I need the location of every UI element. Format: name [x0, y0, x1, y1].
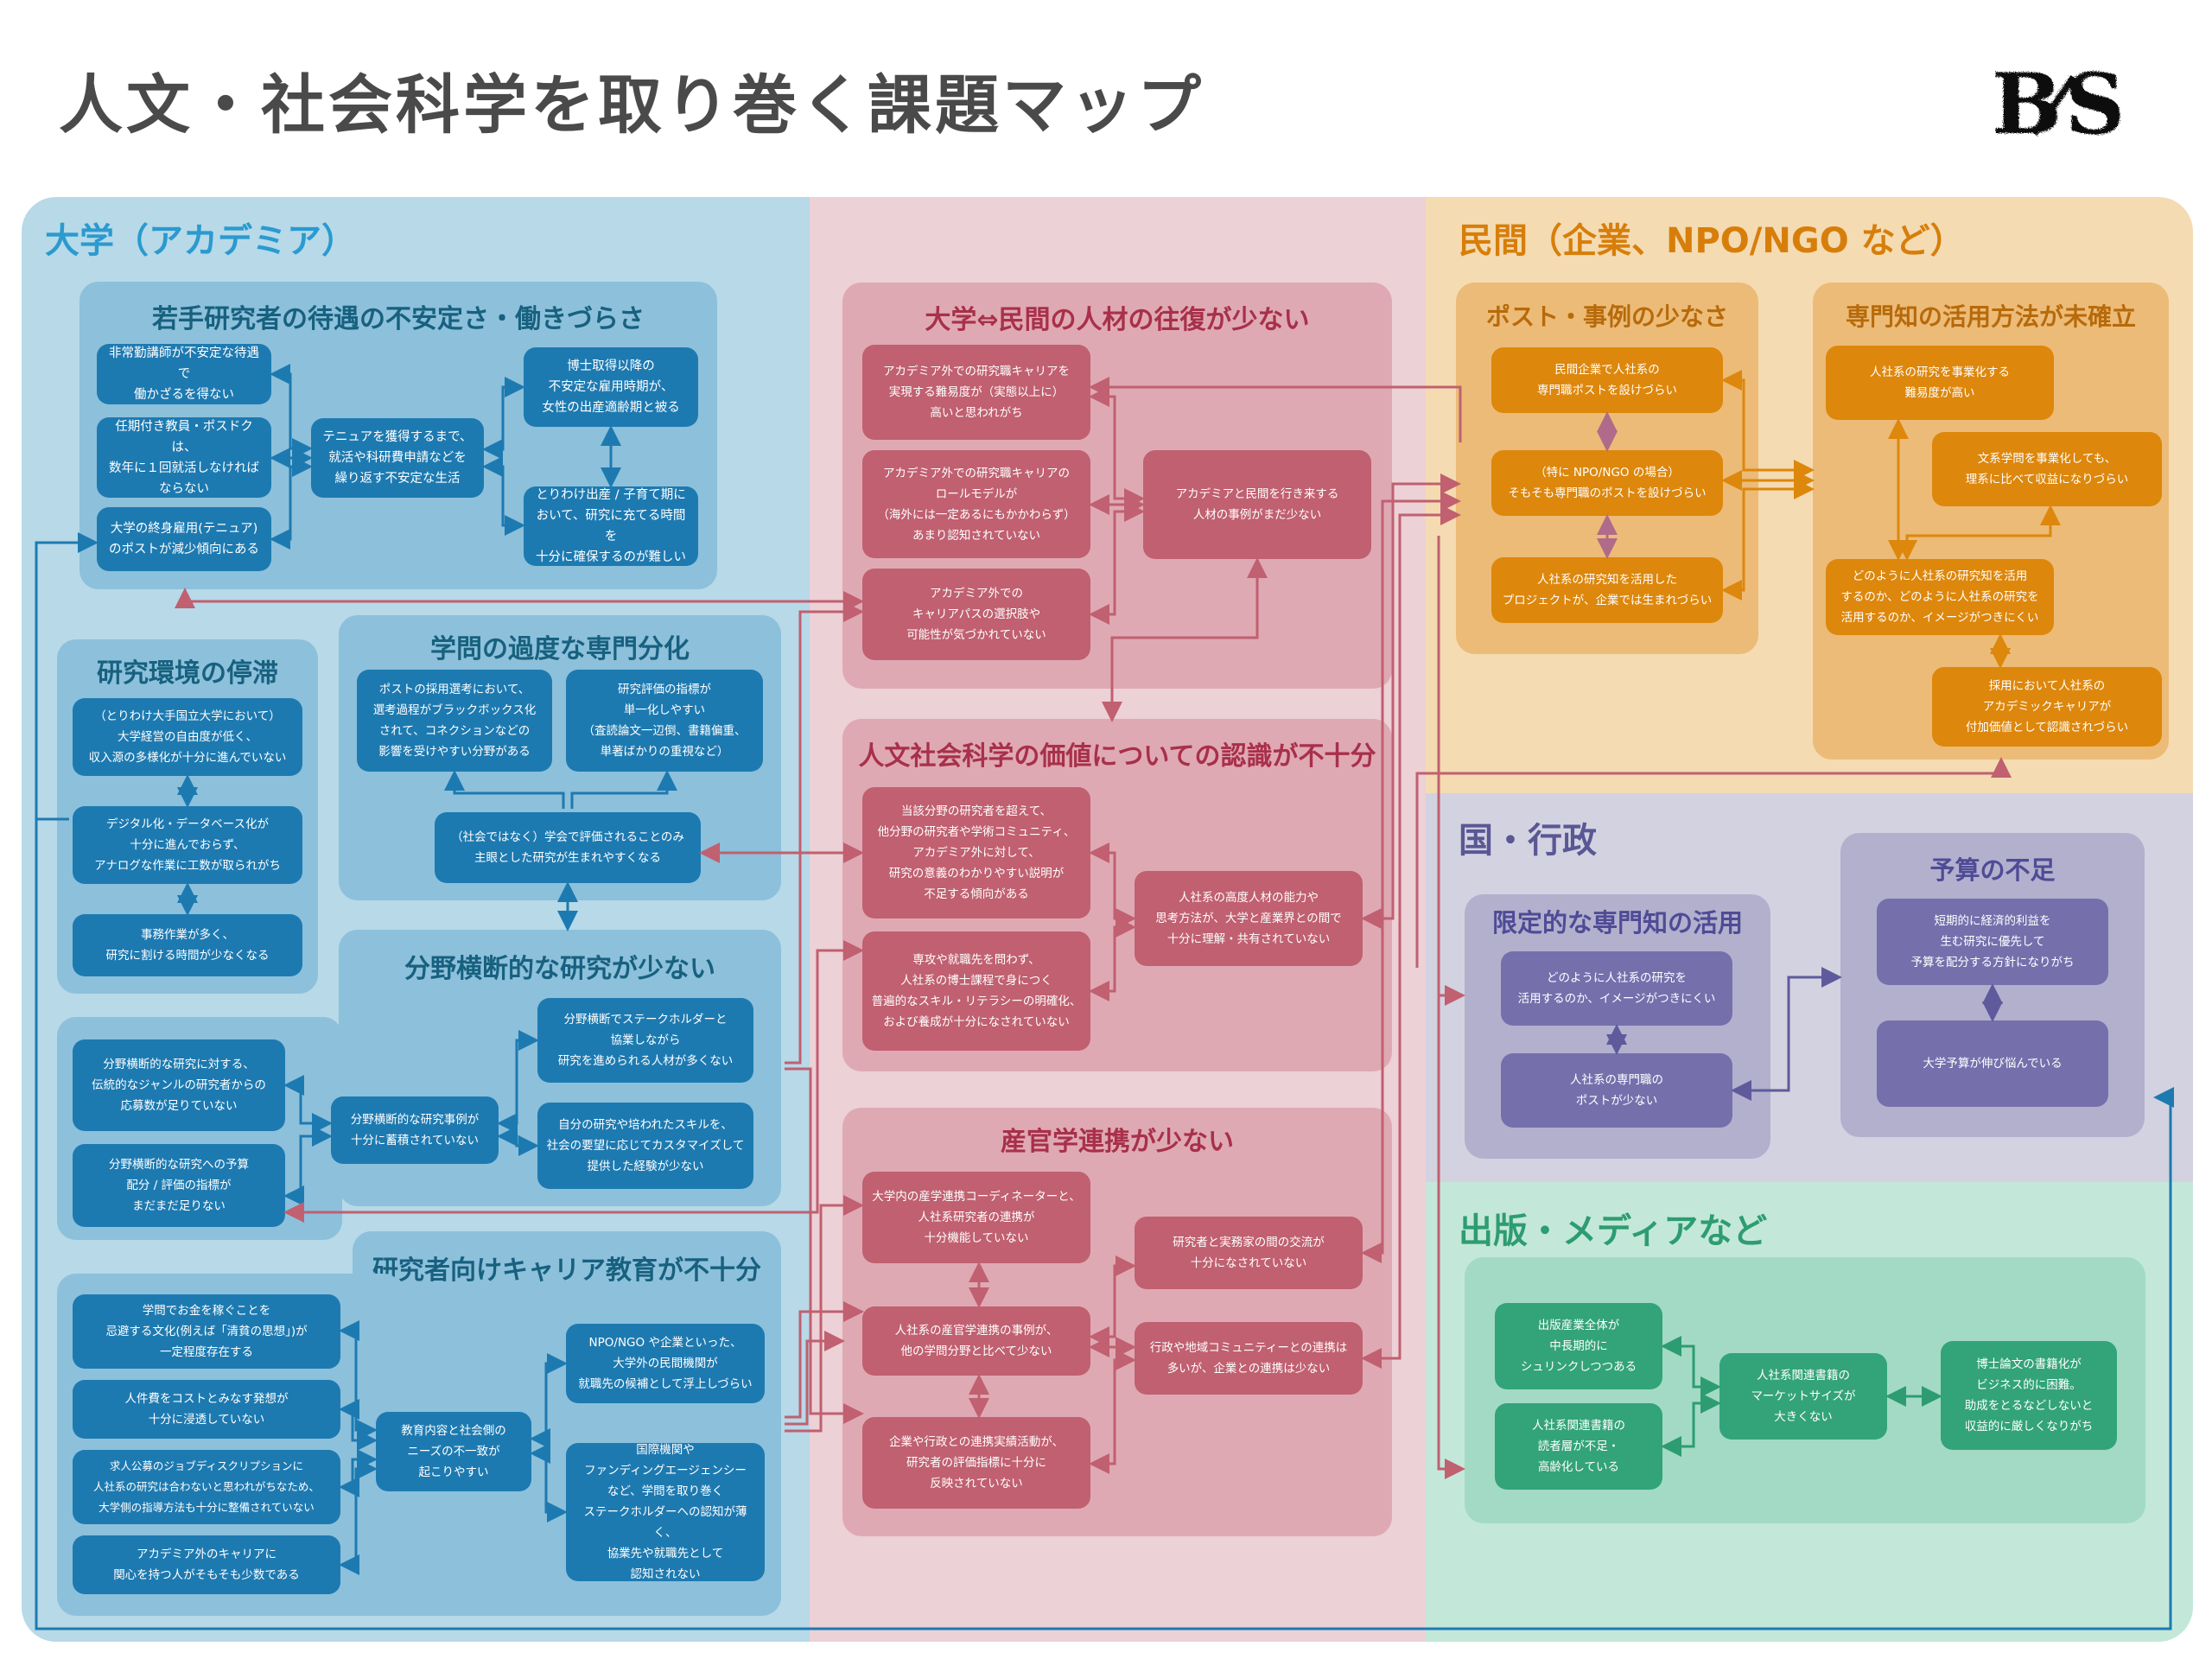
logo-mark-icon: B S: [1983, 54, 2164, 153]
node-card[interactable]: 研究者と実務家の間の交流が 十分になされていない: [1135, 1217, 1363, 1289]
node-card[interactable]: 企業や行政との連携実績活動が、 研究者の評価指標に十分に 反映されていない: [862, 1417, 1090, 1509]
node-card[interactable]: 分野横断でステークホルダーと 協業しながら 研究を進められる人材が多くない: [537, 998, 753, 1083]
node-card[interactable]: 出版産業全体が 中長期的に シュリンクしつつある: [1495, 1303, 1662, 1389]
group-title: 分野横断的な研究が少ない: [404, 954, 715, 984]
node-card[interactable]: （特に NPO/NGO の場合） そもそも専門職のポストを設けづらい: [1491, 450, 1723, 516]
node-card[interactable]: （とりわけ大手国立大学において） 大学経営の自由度が低く、 収入源の多様化が十分…: [73, 698, 302, 776]
node-card[interactable]: 大学の終身雇用(テニュア) のポストが減少傾向にある: [97, 507, 271, 571]
group-title: 産官学連携が少ない: [1001, 1127, 1234, 1157]
group-title: 限定的な専門知の活用: [1491, 908, 1743, 938]
node-card[interactable]: アカデミア外での キャリアパスの選択肢や 可能性が気づかれていない: [862, 569, 1090, 660]
group-title: ポスト・事例の少なさ: [1485, 302, 1728, 331]
node-card[interactable]: 行政や地域コミュニティーとの連携は 多いが、企業との連携は少ない: [1135, 1322, 1363, 1395]
node-card[interactable]: 大学予算が伸び悩んでいる: [1877, 1020, 2108, 1107]
node-card[interactable]: 分野横断的な研究への予算 配分 / 評価の指標が まだまだ足りない: [73, 1144, 285, 1227]
region-title-private: 民間（企業、NPO/NGO など）: [1459, 221, 1965, 261]
node-card[interactable]: とりわけ出産 / 子育て期に おいて、研究に充てる時間を 十分に確保するのが難し…: [524, 486, 698, 566]
node-card[interactable]: テニュアを獲得するまで、 就活や科研費申請などを 繰り返す不安定な生活: [311, 418, 484, 498]
group-title: 大学⇔民間の人材の往復が少ない: [925, 305, 1310, 335]
node-card[interactable]: 短期的に経済的利益を 生む研究に優先して 予算を配分する方針になりがち: [1877, 899, 2108, 985]
node-card[interactable]: ポストの採用選考において、 選考過程がブラックボックス化 されて、コネクションな…: [357, 670, 552, 772]
node-card[interactable]: 人社系の研究を事業化する 難易度が高い: [1826, 346, 2054, 420]
node-card[interactable]: NPO/NGO や企業といった、 大学外の民間機関が 就職先の候補として浮上しづ…: [566, 1324, 765, 1403]
svg-text:B: B: [1992, 55, 2062, 149]
group-title: 若手研究者の待遇の不安定さ・働きづらさ: [152, 304, 645, 334]
region-title-academia: 大学（アカデミア）: [45, 221, 356, 261]
node-card[interactable]: 人社系関連書籍の マーケットサイズが 大きくない: [1719, 1353, 1887, 1440]
node-card[interactable]: アカデミア外での研究職キャリアの ロールモデルが （海外には一定あるにもかかわら…: [862, 450, 1090, 558]
node-card[interactable]: 博士取得以降の 不安定な雇用時期が、 女性の出産適齢期と被る: [524, 347, 698, 427]
group-title: 予算の不足: [1929, 855, 2056, 885]
node-card[interactable]: アカデミア外のキャリアに 関心を持つ人がそもそも少数である: [73, 1535, 340, 1594]
node-card[interactable]: 採用において人社系の アカデミックキャリアが 付加価値として認識されづらい: [1932, 667, 2162, 747]
group-title: 研究者向けキャリア教育が不十分: [372, 1255, 761, 1286]
node-card[interactable]: 大学内の産学連携コーディネーターと、 人社系研究者の連携が 十分機能していない: [862, 1172, 1090, 1263]
node-card[interactable]: 人社系の研究知を活用した プロジェクトが、企業では生まれづらい: [1491, 557, 1723, 623]
node-card[interactable]: 分野横断的な研究に対する、 伝統的なジャンルの研究者からの 応募数が足りていない: [73, 1039, 285, 1131]
node-card[interactable]: どのように人社系の研究を 活用するのか、イメージがつきにくい: [1501, 951, 1732, 1026]
node-card[interactable]: （社会ではなく）学会で評価されることのみ 主眼とした研究が生まれやすくなる: [435, 812, 701, 883]
node-card[interactable]: 人社系の産官学連携の事例が、 他の学問分野と比べて少ない: [862, 1306, 1090, 1376]
node-card[interactable]: 任期付き教員・ポスドクは、 数年に１回就活しなければ ならない: [97, 417, 271, 498]
region-title-media: 出版・メディアなど: [1459, 1211, 1768, 1251]
node-card[interactable]: 人件費をコストとみなす発想が 十分に浸透していない: [73, 1380, 340, 1439]
group-title: 研究環境の停滞: [97, 658, 278, 689]
page-title: 人文・社会科学を取り巻く課題マップ: [59, 68, 1205, 143]
group-title: 専門知の活用方法が未確立: [1845, 302, 2136, 331]
node-card[interactable]: アカデミア外での研究職キャリアを 実現する難易度が（実態以上に） 高いと思われが…: [862, 345, 1090, 440]
region-title-government: 国・行政: [1459, 821, 1597, 861]
group-title: 人文社会科学の価値についての認識が不十分: [858, 741, 1376, 772]
node-card[interactable]: 非常勤講師が不安定な待遇で 働かざるを得ない: [97, 344, 271, 404]
node-card[interactable]: 人社系関連書籍の 読者層が不足・ 高齢化している: [1495, 1403, 1662, 1490]
node-card[interactable]: 文系学問を事業化しても、 理系に比べて収益になりづらい: [1932, 432, 2162, 506]
node-card[interactable]: デジタル化・データベース化が 十分に進んでおらず、 アナログな作業に工数が取られ…: [73, 806, 302, 884]
node-card[interactable]: 民間企業で人社系の 専門職ポストを設けづらい: [1491, 347, 1723, 413]
node-card[interactable]: 学問でお金を稼ぐことを 忌避する文化(例えば「清貧の思想」)が 一定程度存在する: [73, 1294, 340, 1369]
node-card[interactable]: どのように人社系の研究知を活用 するのか、どのように人社系の研究を 活用するのか…: [1826, 559, 2054, 635]
node-card[interactable]: アカデミアと民間を行き来する 人材の事例がまだ少ない: [1143, 450, 1371, 559]
node-card[interactable]: 人社系の専門職の ポストが少ない: [1501, 1053, 1732, 1128]
svg-text:S: S: [2065, 55, 2125, 149]
group-title: 学問の過度な専門分化: [430, 634, 690, 664]
node-card[interactable]: 国際機関や ファンディングエージェンシー など、学問を取り巻く ステークホルダー…: [566, 1443, 765, 1581]
node-card[interactable]: 分野横断的な研究事例が 十分に蓄積されていない: [331, 1096, 499, 1164]
node-card[interactable]: 教育内容と社会側の ニーズの不一致が 起こりやすい: [376, 1412, 531, 1491]
node-card[interactable]: 自分の研究や培われたスキルを、 社会の要望に応じてカスタマイズして 提供した経験…: [537, 1103, 753, 1189]
node-card[interactable]: 研究評価の指標が 単一化しやすい （査読論文一辺倒、書籍偏重、 単著ばかりの重視…: [566, 670, 763, 772]
node-card[interactable]: 博士論文の書籍化が ビジネス的に困難。 助成をとるなどしないと 収益的に厳しくな…: [1941, 1341, 2117, 1450]
node-card[interactable]: 人社系の高度人材の能力や 思考方法が、大学と産業界との間で 十分に理解・共有され…: [1135, 871, 1363, 966]
node-card[interactable]: 専攻や就職先を問わず、 人社系の博士課程で身につく 普遍的なスキル・リテラシーの…: [862, 931, 1090, 1051]
node-card[interactable]: 求人公募のジョブディスクリプションに 人社系の研究は合わないと思われがちなため、…: [73, 1450, 340, 1524]
node-card[interactable]: 事務作業が多く、 研究に割ける時間が少なくなる: [73, 914, 302, 976]
node-card[interactable]: 当該分野の研究者を超えて、 他分野の研究者や学術コミュニティ、 アカデミア外に対…: [862, 787, 1090, 918]
